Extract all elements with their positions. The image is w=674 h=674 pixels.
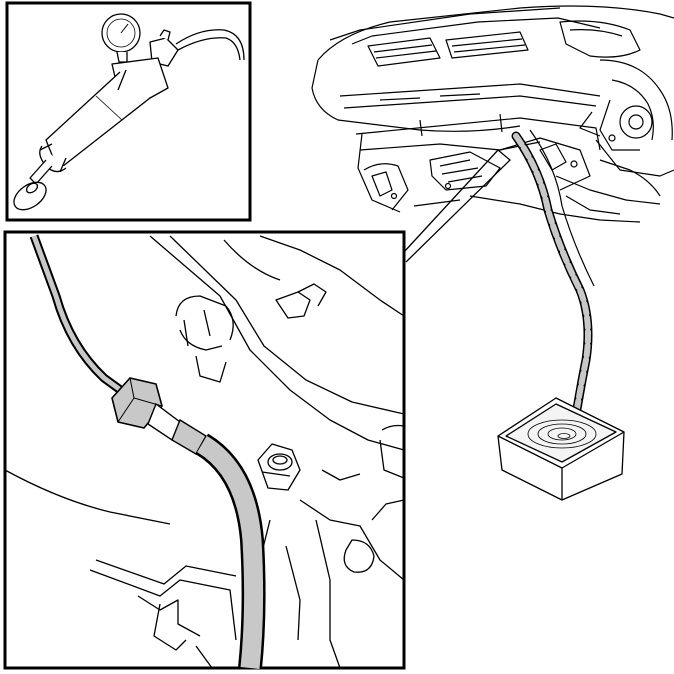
vehicle-underbody-icon <box>311 5 674 223</box>
callout-outline <box>403 149 511 263</box>
transmission-housing-icon <box>4 235 405 669</box>
detail-hose-icon <box>29 234 266 670</box>
vacuum-pump-icon <box>13 13 245 211</box>
drain-hose-icon <box>511 129 595 445</box>
drain-pan-icon <box>497 397 625 501</box>
